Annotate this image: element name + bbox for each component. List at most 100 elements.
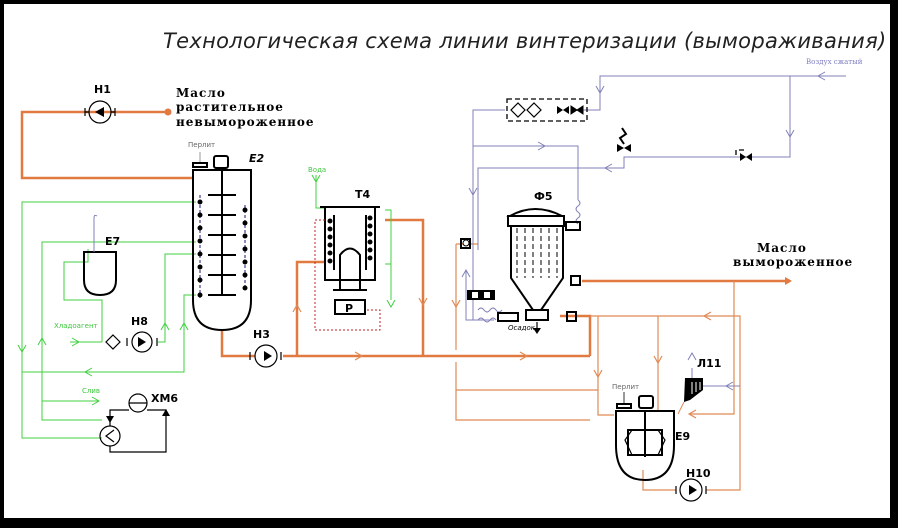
flow-arrow xyxy=(37,336,47,346)
flow-arrow xyxy=(354,351,364,361)
air-preparation-unit xyxy=(506,98,588,122)
oil-input-label-1: Масло xyxy=(176,86,226,100)
air-hose-actuator xyxy=(477,307,503,323)
coolant-line-outer xyxy=(21,201,196,439)
lubricator-icon xyxy=(526,102,542,118)
perlite-e2-label: Перлит xyxy=(188,141,215,149)
oil-output-label-1: Масло xyxy=(757,241,807,255)
pump-h10[interactable] xyxy=(675,478,707,502)
flow-arrow xyxy=(519,351,529,361)
oil-output-label-2: вымороженное xyxy=(733,255,853,269)
oil-line-from-t4 xyxy=(385,218,425,356)
flow-arrow xyxy=(603,163,613,173)
pump-h10-label: Н10 xyxy=(686,467,711,480)
hopper-l11[interactable] xyxy=(677,378,703,415)
air-line-to-f5 xyxy=(477,156,752,250)
coolant-line-return xyxy=(22,294,196,373)
flow-arrow xyxy=(537,141,547,151)
pump-h1[interactable] xyxy=(84,100,116,124)
oil-line-filter-bypass xyxy=(455,244,590,421)
air-line-left xyxy=(472,109,505,320)
perlite-e9-label: Перлит xyxy=(612,383,639,391)
air-hose xyxy=(575,199,581,225)
oil-line-to-e9 xyxy=(590,315,614,416)
diagram-canvas: Технологическая схема линии винтеризации… xyxy=(4,4,890,518)
flow-arrow xyxy=(451,299,461,309)
pump-h8-label: Н8 xyxy=(131,315,148,328)
oil-line-l11 xyxy=(690,281,735,415)
flow-arrow xyxy=(83,367,93,377)
filter-f5[interactable] xyxy=(497,208,581,334)
compressed-air-label: Воздух сжатый xyxy=(806,58,863,66)
flow-arrow xyxy=(311,174,321,184)
process-flow-diagram: Технологическая схема линии винтеризации… xyxy=(17,29,887,502)
flow-arrow xyxy=(595,85,605,95)
relay-p-label: Р xyxy=(345,302,353,315)
valve-icon xyxy=(570,105,584,115)
air-line-branch xyxy=(752,76,791,158)
chiller-xm6[interactable] xyxy=(99,393,170,453)
air-lines xyxy=(461,71,846,391)
flow-arrow xyxy=(468,187,478,197)
flow-arrow xyxy=(724,381,734,391)
sediment-label: Осадок xyxy=(508,324,536,332)
tank-e9-label: Е9 xyxy=(675,430,690,443)
air-valve xyxy=(735,149,752,161)
flow-arrow xyxy=(593,369,603,379)
oil-output-arrow xyxy=(785,277,792,285)
tank-e9[interactable] xyxy=(615,392,675,482)
oil-line-to-t4 xyxy=(295,260,325,356)
filter-icon xyxy=(510,102,526,118)
pump-h1-label: Н1 xyxy=(94,83,111,96)
tank-e7[interactable] xyxy=(83,214,117,297)
flow-arrow xyxy=(461,268,471,278)
flow-arrow xyxy=(17,344,27,354)
water-outlet xyxy=(385,209,392,300)
filter-f5-label: Ф5 xyxy=(534,190,553,203)
oil-inlet-dot xyxy=(164,108,172,116)
oil-line-e2-h3 xyxy=(220,330,255,358)
flow-arrow xyxy=(653,355,663,365)
flow-arrow xyxy=(91,396,101,406)
oil-line-e9-return xyxy=(598,315,741,491)
pressure-regulator xyxy=(617,127,631,152)
tank-e2-label: Е2 xyxy=(249,152,265,165)
air-line-f5-top xyxy=(473,145,579,200)
oil-lines xyxy=(20,108,792,491)
flow-arrow xyxy=(687,351,697,361)
oil-input-label-3: невымороженное xyxy=(176,115,315,129)
flow-arrow xyxy=(702,311,712,321)
diagram-title: Технологическая схема линии винтеризации… xyxy=(163,29,887,53)
coolant-line-h8-out xyxy=(158,253,196,343)
flow-arrow xyxy=(418,297,428,307)
flow-arrow xyxy=(816,71,826,81)
coolant-lines xyxy=(17,174,396,439)
flow-arrow xyxy=(292,303,302,313)
coolant-line-inner xyxy=(41,241,196,421)
hopper-l11-label: Л11 xyxy=(697,357,721,370)
flow-arrow xyxy=(179,321,189,331)
pump-h3-label: Н3 xyxy=(253,328,270,341)
tank-e2[interactable] xyxy=(192,152,252,332)
tank-t4-label: Т4 xyxy=(355,188,371,201)
crystallizer-t4[interactable] xyxy=(314,206,381,331)
pump-h3[interactable] xyxy=(249,344,282,368)
flow-arrow xyxy=(71,337,81,347)
pump-h8[interactable] xyxy=(105,331,158,353)
chiller-xm6-label: ХМ6 xyxy=(151,392,178,405)
tank-e7-label: Е7 xyxy=(105,235,120,248)
air-line-pneumatic xyxy=(465,270,494,321)
drain-label: Слив xyxy=(82,387,100,395)
coolant-label: Хладоагент xyxy=(54,322,98,330)
oil-line-input xyxy=(20,110,193,180)
flow-arrow xyxy=(160,321,170,331)
coolant-line-e7 xyxy=(63,249,103,342)
oil-input-label-2: растительное xyxy=(176,100,284,114)
flow-arrow xyxy=(687,409,697,419)
flow-arrow xyxy=(386,299,396,309)
valve-icon xyxy=(557,106,569,114)
instrument xyxy=(460,238,581,322)
air-line-main xyxy=(575,75,846,111)
water-label: Вода xyxy=(308,166,326,174)
